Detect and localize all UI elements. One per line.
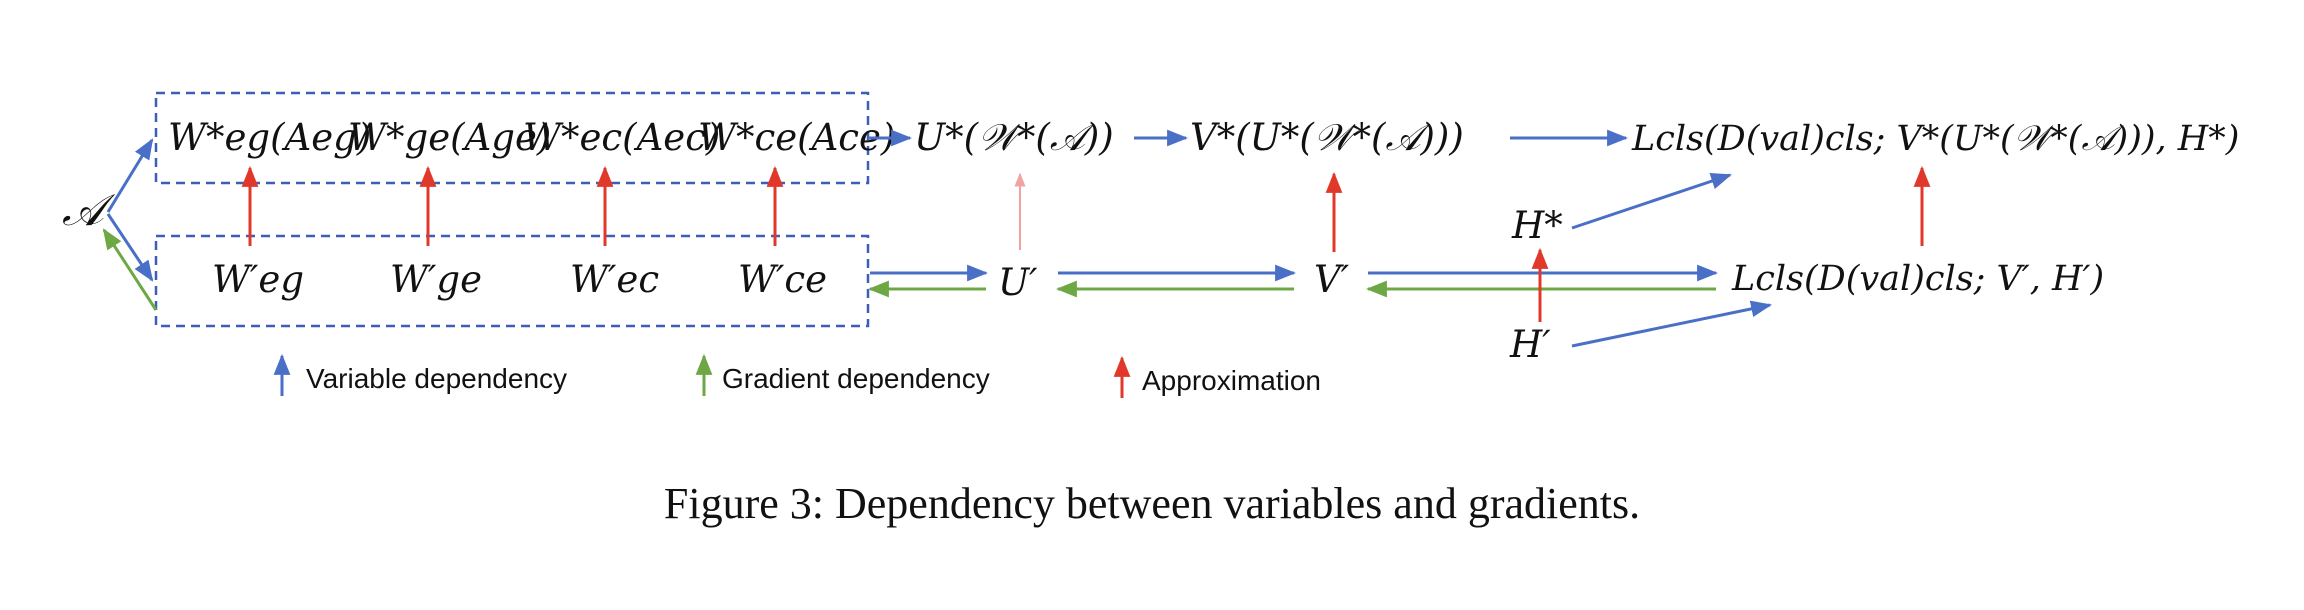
arrow-h-prime-to-l-prime <box>1571 300 1773 348</box>
node-w-ce-star: W*ce(Ace) <box>698 116 895 159</box>
arrow-h-star-to-l-star <box>1571 173 1732 230</box>
node-v-prime: V′ <box>1314 258 1350 301</box>
arrow-a-to-prime-box <box>106 213 154 282</box>
figure-caption: Figure 3: Dependency between variables a… <box>664 479 1640 528</box>
legend-variable-label: Variable dependency <box>306 363 567 394</box>
node-h-prime: H′ <box>1509 323 1551 366</box>
node-w-eg-prime: W′eg <box>212 258 304 301</box>
node-l-prime: Lcls(D(val)cls; V′, H′) <box>1731 259 2104 299</box>
node-w-ec-prime: W′ec <box>570 258 659 301</box>
node-w-ge-star: W*ge(Age) <box>348 116 551 159</box>
node-h-star: H* <box>1511 204 1563 247</box>
arrow-a-to-star-box <box>106 138 154 213</box>
node-u-star: U*(𝒲*(𝒜)) <box>914 116 1114 159</box>
node-w-eg-star: W*eg(Aeg) <box>168 116 371 159</box>
node-w-ec-star: W*ec(Aec) <box>523 116 720 159</box>
legend-gradient-label: Gradient dependency <box>722 363 990 394</box>
node-l-star: Lcls(D(val)cls; V*(U*(𝒲*(𝒜))), H*) <box>1631 119 2239 159</box>
node-u-prime: U′ <box>998 261 1038 304</box>
node-v-star: V*(U*(𝒲*(𝒜))) <box>1190 116 1464 159</box>
gradient-arrow-prime-box-to-a <box>102 228 158 311</box>
legend-approx-label: Approximation <box>1142 365 1321 396</box>
node-w-ce-prime: W′ce <box>738 258 827 301</box>
node-w-ge-prime: W′ge <box>390 258 482 301</box>
